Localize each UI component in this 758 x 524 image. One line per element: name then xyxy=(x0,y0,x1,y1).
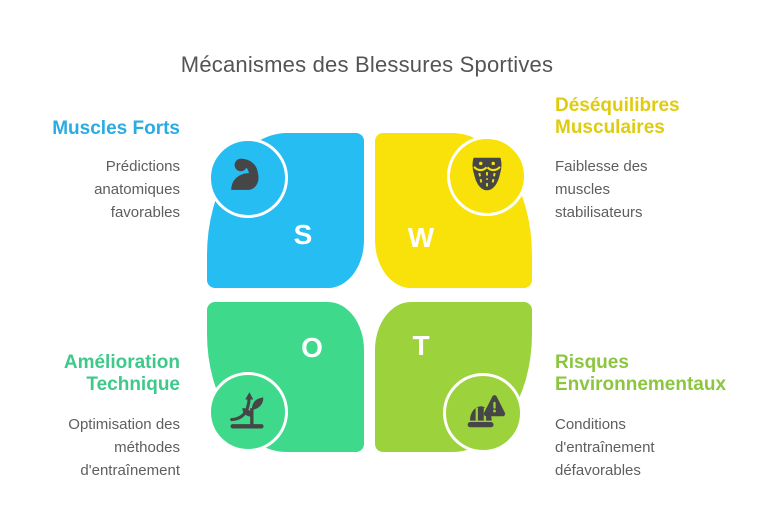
plant-growth-icon xyxy=(225,387,271,438)
strengths-description: Prédictions anatomiques favorables xyxy=(94,158,180,221)
opportunities-heading: Amélioration Technique xyxy=(63,352,180,395)
weaknesses-heading: Déséquilibres Musculaires xyxy=(555,95,680,138)
opportunities-icon-badge xyxy=(208,372,288,452)
threats-description: Conditions d'entraînement défavorables xyxy=(555,416,655,479)
weaknesses-letter: W xyxy=(407,222,435,253)
opportunities-description: Optimisation des méthodes d'entraînement xyxy=(68,416,180,479)
strengths-letter: S xyxy=(293,219,313,250)
weaknesses-description: Faiblesse des muscles stabilisateurs xyxy=(555,158,648,221)
page-title: Mécanismes des Blessures Sportives xyxy=(180,52,554,77)
strengths-icon-badge xyxy=(208,138,288,218)
hard-hat-warning-icon xyxy=(460,388,506,439)
torso-muscles-icon xyxy=(464,151,510,202)
threats-letter: T xyxy=(412,330,430,361)
threats-heading: Risques Environnementaux xyxy=(555,352,727,395)
threats-icon-badge xyxy=(443,373,523,453)
weaknesses-icon-badge xyxy=(447,136,527,216)
flexed-biceps-icon xyxy=(225,153,271,204)
strengths-heading: Muscles Forts xyxy=(52,118,180,139)
opportunities-letter: O xyxy=(301,332,323,363)
